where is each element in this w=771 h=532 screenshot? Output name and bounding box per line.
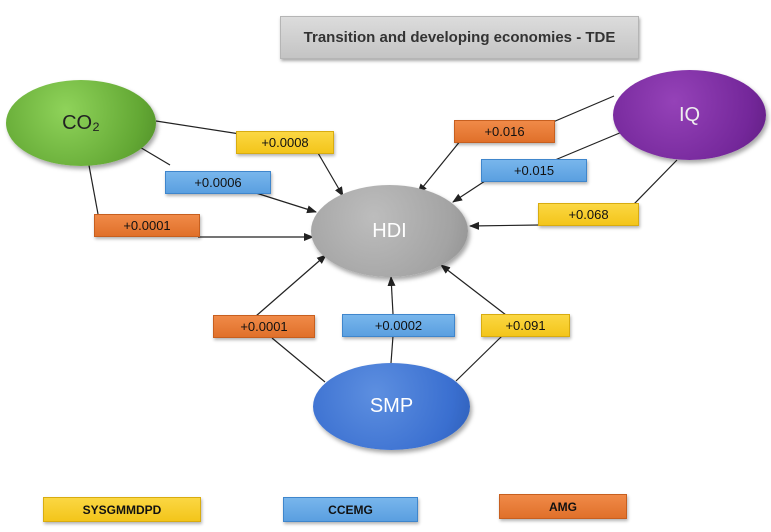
arrow-co2-ccemg-head xyxy=(255,192,317,214)
node-smp-label: SMP xyxy=(369,395,414,417)
arrow-smp-amg xyxy=(271,337,326,383)
edge-label-iq-amg: +0.016 xyxy=(454,120,555,143)
arrow-smp-amg-head xyxy=(255,254,327,317)
edge-label-co2-ccemg: +0.0006 xyxy=(165,171,271,194)
arrow-iq-amg xyxy=(552,95,615,123)
edge-label-smp-ccemg: +0.0002 xyxy=(342,314,455,337)
edge-label-smp-amg: +0.0001 xyxy=(213,315,315,338)
arrow-iq-ccemg xyxy=(554,131,623,161)
node-co2: CO₂ xyxy=(6,80,156,166)
edge-label-iq-sysgmm: +0.068 xyxy=(538,203,639,226)
edge-label-co2-amg: +0.0001 xyxy=(94,214,200,237)
node-iq-label: IQ xyxy=(678,103,701,126)
edge-label-iq-ccemg: +0.015 xyxy=(481,159,587,182)
arrow-iq-sysgmm xyxy=(632,159,678,206)
arrow-smp-sysgmm xyxy=(455,335,503,382)
arrow-smp-sysgmm-head xyxy=(440,264,507,316)
legend-ccemg: CCEMG xyxy=(283,497,418,522)
node-smp: SMP xyxy=(313,363,470,450)
arrow-iq-ccemg-head xyxy=(452,180,486,203)
legend-amg: AMG xyxy=(499,494,627,519)
node-iq: IQ xyxy=(613,70,766,160)
arrow-smp-ccemg-head xyxy=(387,276,396,315)
node-co2-label: CO₂ xyxy=(62,111,100,134)
arrow-co2-sysgmm xyxy=(155,120,241,135)
arrow-co2-amg xyxy=(87,159,99,215)
arrow-co2-ccemg xyxy=(137,145,171,166)
arrow-iq-sysgmm-head xyxy=(469,221,541,230)
arrow-co2-sysgmm-head xyxy=(317,152,344,197)
edge-label-co2-sysgmm: +0.0008 xyxy=(236,131,334,154)
node-hdi: HDI xyxy=(311,185,468,277)
edge-label-smp-sysgmm: +0.091 xyxy=(481,314,570,337)
arrow-iq-amg-head xyxy=(417,139,462,194)
diagram-title: Transition and developing economies - TD… xyxy=(280,16,639,59)
legend-sysgmmdpd: SYSGMMDPD xyxy=(43,497,201,522)
arrow-smp-ccemg xyxy=(390,335,394,364)
node-hdi-label: HDI xyxy=(372,219,407,242)
